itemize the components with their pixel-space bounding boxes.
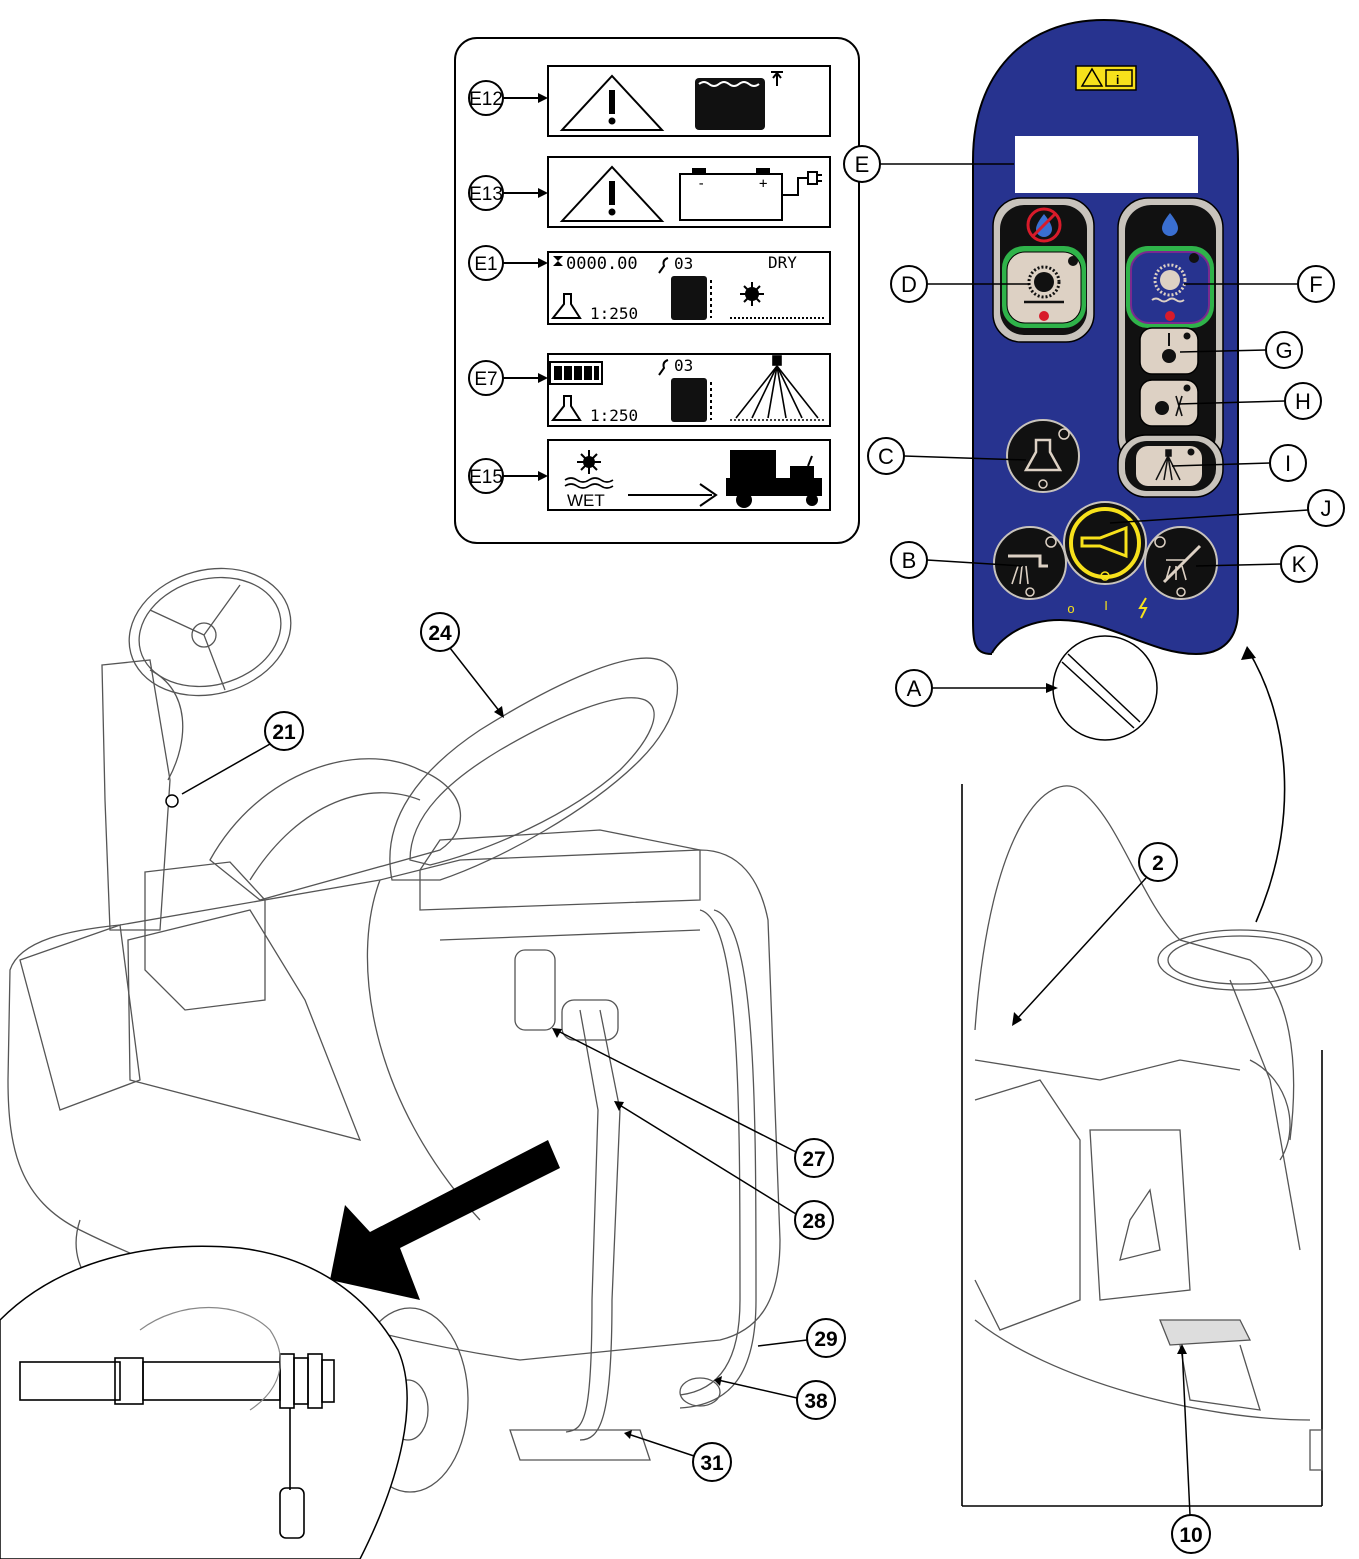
screen-e13: - +	[547, 156, 831, 228]
callouts-panel: E D F G H I C J B K A	[843, 145, 1345, 707]
callout-A: A	[907, 676, 922, 701]
display-screens-panel: - + 0000.00 03 DRY 1:250	[454, 37, 860, 544]
callout-e7: E7	[474, 369, 497, 390]
callout-24: 24	[428, 622, 452, 645]
button-d[interactable]	[1002, 246, 1086, 328]
brush-vacuum-icon	[1155, 401, 1169, 415]
detergent-icon	[1023, 438, 1063, 472]
flask-icon	[550, 293, 582, 319]
wrench-icon	[658, 359, 669, 376]
button-f[interactable]	[1126, 246, 1214, 328]
callout-D: D	[901, 272, 917, 297]
callout-F: F	[1309, 272, 1322, 297]
water-drop-icon	[1162, 213, 1178, 236]
e1-ratio: 1:250	[590, 304, 638, 323]
button-b[interactable]	[993, 526, 1067, 600]
svg-text:i: i	[1116, 73, 1119, 87]
switch-mark-off: o	[1067, 601, 1074, 616]
brush-dry-icon	[1034, 272, 1054, 292]
hourglass-icon	[553, 256, 563, 266]
flask-icon	[550, 395, 582, 421]
e1-hours: 0000.00	[566, 254, 638, 274]
callout-e1: E1	[474, 254, 497, 275]
callout-27: 27	[802, 1148, 825, 1171]
operator-area-inset	[961, 784, 1323, 1507]
callout-C: C	[878, 444, 894, 469]
machine-drawing	[7, 567, 781, 1493]
button-i[interactable]	[1117, 434, 1224, 498]
callout-e15: E15	[469, 467, 503, 488]
machine-icon	[726, 450, 822, 508]
callout-H: H	[1295, 389, 1311, 414]
brush-wet-icon	[1160, 270, 1180, 290]
callout-21: 21	[272, 721, 296, 744]
callout-e12: E12	[469, 89, 503, 110]
spray-icon	[1155, 449, 1181, 481]
control-panel: i	[971, 18, 1239, 656]
callout-38: 38	[804, 1390, 828, 1413]
e1-mode: DRY	[768, 253, 797, 272]
key-switch-detail	[1052, 635, 1158, 741]
button-g[interactable]	[1139, 327, 1199, 375]
svg-text:+: +	[759, 176, 767, 192]
callouts-e: E12 E13 E1 E7 E15	[468, 80, 548, 494]
e1-service: 03	[674, 254, 693, 273]
leader-arrow	[1247, 649, 1286, 923]
e7-ratio: 1:250	[590, 406, 638, 425]
spray-off-icon	[1162, 544, 1202, 584]
e15-mode: WET	[567, 491, 605, 510]
spray-icon	[730, 355, 826, 421]
callout-10: 10	[1179, 1524, 1202, 1547]
button-j[interactable]	[1063, 501, 1147, 585]
switch-mark-on: I	[1104, 598, 1108, 613]
svg-text:-: -	[697, 176, 705, 192]
callout-J: J	[1321, 496, 1332, 521]
callout-e13: E13	[469, 184, 503, 205]
arrow-right-icon	[699, 483, 718, 507]
screen-e12	[547, 65, 831, 137]
callout-2: 2	[1152, 852, 1164, 875]
callout-K: K	[1292, 552, 1307, 577]
brush-wet-pressure-icon	[1162, 349, 1176, 363]
brush-icon	[577, 450, 601, 474]
lcd-display	[1015, 136, 1198, 193]
warning-manual-icon: i	[1075, 65, 1137, 91]
horn-icon	[1080, 525, 1128, 559]
hose-detail-magnifier	[0, 1245, 408, 1559]
screen-e1: 0000.00 03 DRY 1:250	[547, 251, 831, 325]
lightning-icon	[1138, 597, 1148, 619]
screen-e7: 03 1:250	[547, 353, 831, 427]
tank-icon	[671, 276, 707, 320]
brush-icon	[740, 282, 764, 306]
callout-B: B	[902, 548, 917, 573]
callout-G: G	[1275, 338, 1292, 363]
callout-31: 31	[700, 1452, 724, 1475]
button-c[interactable]	[1006, 419, 1080, 493]
e7-service: 03	[674, 356, 693, 375]
wrench-icon	[658, 257, 669, 274]
callout-28: 28	[802, 1210, 826, 1233]
faucet-icon	[1008, 554, 1048, 568]
button-k[interactable]	[1144, 526, 1218, 600]
detail-arrow	[330, 1140, 560, 1300]
tank-icon	[671, 378, 707, 422]
callouts-machine: 24 21 2 27 28 29 38 31 10	[165, 612, 1211, 1554]
callout-29: 29	[814, 1328, 837, 1351]
callout-I: I	[1285, 451, 1291, 476]
callout-E: E	[855, 152, 870, 177]
screen-e15: WET	[547, 439, 831, 511]
water-off-icon	[1026, 207, 1062, 243]
